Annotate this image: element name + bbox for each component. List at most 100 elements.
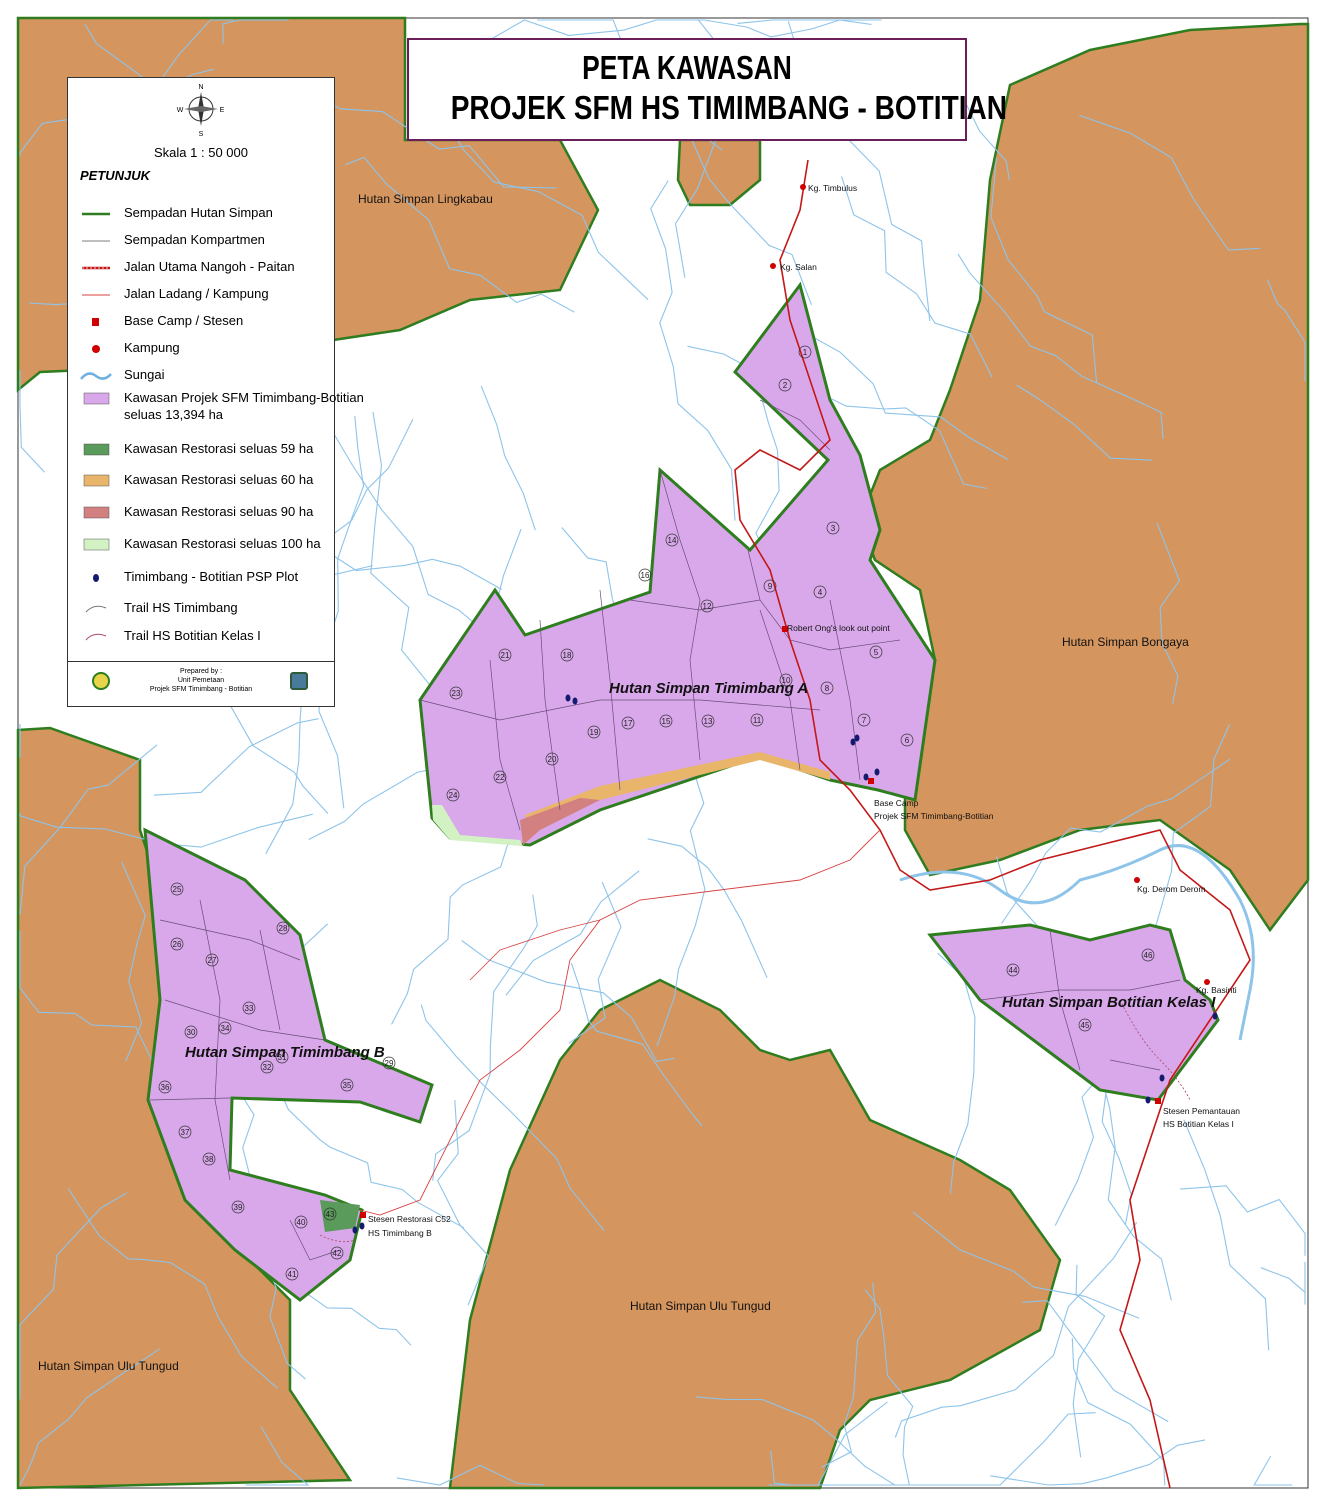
compartment-number: 46 xyxy=(1144,951,1153,960)
compass-icon: N S E W xyxy=(176,80,226,138)
compartment-number: 23 xyxy=(452,689,461,698)
compartment-number: 11 xyxy=(753,716,762,725)
label-hs-botitian: Hutan Simpan Botitian Kelas I xyxy=(1002,994,1216,1011)
legend-symbol-fill xyxy=(78,506,114,520)
legend-label: Kawasan Restorasi seluas 60 ha xyxy=(124,472,313,488)
legend-symbol-red-square xyxy=(78,315,114,329)
label-base-camp-1: Base Camp xyxy=(874,798,919,808)
legend-label: Sungai xyxy=(124,367,164,383)
compartment-number: 31 xyxy=(278,1053,287,1062)
compartment-number: 27 xyxy=(208,956,217,965)
label-kg-salan: Kg. Salan xyxy=(780,262,817,272)
legend-item: Kampung xyxy=(76,339,330,357)
label-lookout: Robert Ong's look out point xyxy=(787,623,890,633)
prepared-line-2: Unit Pemetaan xyxy=(118,676,284,685)
legend-item: Base Camp / Stesen xyxy=(76,312,330,330)
legend-symbol-main-road xyxy=(78,261,114,275)
legend-label: Kawasan Restorasi seluas 100 ha xyxy=(124,536,321,552)
legend-label: Jalan Ladang / Kampung xyxy=(124,286,269,302)
legend-item: Kawasan Restorasi seluas 90 ha xyxy=(76,503,330,521)
legend-item: Kawasan Restorasi seluas 100 ha xyxy=(76,535,330,553)
compartment-number: 34 xyxy=(221,1024,230,1033)
compartment-number: 29 xyxy=(385,1059,394,1068)
legend-label: Kawasan Restorasi seluas 59 ha xyxy=(124,441,313,457)
label-stesen-c52-2: HS Timimbang B xyxy=(368,1228,432,1238)
compass-e: E xyxy=(220,107,225,114)
compartment-number: 15 xyxy=(662,717,671,726)
legend-label: Kawasan Projek SFM Timimbang-Botitian xyxy=(124,390,364,406)
legend-label: Trail HS Botitian Kelas I xyxy=(124,628,261,644)
legend-label: Jalan Utama Nangoh - Paitan xyxy=(124,259,295,275)
label-stesen-c52-1: Stesen Restorasi C52 xyxy=(368,1214,451,1224)
legend-symbol-red-dot xyxy=(78,342,114,356)
compartment-number: 41 xyxy=(288,1270,297,1279)
label-hs-ulu-tungud-west: Hutan Simpan Ulu Tungud xyxy=(38,1359,179,1373)
label-hs-lingkabau: Hutan Simpan Lingkabau xyxy=(358,192,493,206)
scale-text: Skala 1 : 50 000 xyxy=(68,145,334,160)
label-hs-bongaya: Hutan Simpan Bongaya xyxy=(1062,635,1189,649)
base-camp-marker xyxy=(1155,1098,1161,1104)
legend-symbol-green-line xyxy=(78,207,114,221)
legend-label: Sempadan Hutan Simpan xyxy=(124,205,273,221)
kampung-marker xyxy=(770,263,776,269)
compartment-number: 36 xyxy=(161,1083,170,1092)
compartment-number: 42 xyxy=(333,1249,342,1258)
legend-label: Sempadan Kompartmen xyxy=(124,232,265,248)
label-base-camp-2: Projek SFM Timimbang-Botitian xyxy=(874,811,994,821)
legend-symbol-river xyxy=(78,369,114,383)
compartment-number: 32 xyxy=(263,1063,272,1072)
legend-item: Sempadan Hutan Simpan xyxy=(76,204,330,222)
legend-item: Trail HS Timimbang xyxy=(76,599,330,617)
compartment-number: 14 xyxy=(668,536,677,545)
legend-symbol-minor-road xyxy=(78,288,114,302)
compartment-number: 22 xyxy=(496,773,505,782)
legend-item: Jalan Ladang / Kampung xyxy=(76,285,330,303)
compartment-number: 16 xyxy=(641,571,650,580)
label-kg-derom: Kg. Derom Derom xyxy=(1137,884,1206,894)
legend-label: Kawasan Restorasi seluas 90 ha xyxy=(124,504,313,520)
compass-rose: N S E W xyxy=(176,80,226,138)
legend-symbol-fill xyxy=(78,443,114,457)
compartment-number: 40 xyxy=(297,1218,306,1227)
label-stesen-botitian-1: Stesen Pemantauan xyxy=(1163,1106,1240,1116)
compartment-number: 6 xyxy=(905,736,910,745)
label-hs-ulu-tungud-south: Hutan Simpan Ulu Tungud xyxy=(630,1299,771,1313)
legend-item: Sungai xyxy=(76,366,330,384)
title-box: PETA KAWASAN PROJEK SFM HS TIMIMBANG - B… xyxy=(407,38,967,141)
compartment-number: 20 xyxy=(548,755,557,764)
compartment-number: 26 xyxy=(173,940,182,949)
legend-symbol-trail xyxy=(78,630,114,644)
compartment-number: 10 xyxy=(782,676,791,685)
compartment-number: 37 xyxy=(181,1128,190,1137)
compartment-number: 3 xyxy=(831,524,836,533)
legend-item: Sempadan Kompartmen xyxy=(76,231,330,249)
legend-item: Jalan Utama Nangoh - Paitan xyxy=(76,258,330,276)
compartment-number: 25 xyxy=(173,885,182,894)
compartment-number: 2 xyxy=(783,381,788,390)
legend-symbol-thin-line xyxy=(78,234,114,248)
title-line-2: PROJEK SFM HS TIMIMBANG - BOTITIAN xyxy=(451,88,924,128)
legend-label-line2: seluas 13,394 ha xyxy=(124,407,223,423)
compass-w: W xyxy=(177,107,184,114)
compass-n: N xyxy=(198,84,203,91)
kampung-marker xyxy=(800,184,806,190)
legend-symbol-fill xyxy=(78,392,114,406)
compartment-number: 44 xyxy=(1009,966,1018,975)
legend-item: Trail HS Botitian Kelas I xyxy=(76,627,330,645)
compartment-number: 33 xyxy=(245,1004,254,1013)
legend-symbol-trail xyxy=(78,602,114,616)
label-hs-timimbang-a: Hutan Simpan Timimbang A xyxy=(609,680,808,697)
compartment-number: 8 xyxy=(825,684,830,693)
compartment-number: 38 xyxy=(205,1155,214,1164)
compartment-number: 19 xyxy=(590,728,599,737)
legend-item: Kawasan Restorasi seluas 60 ha xyxy=(76,471,330,489)
legend-item: Timimbang - Botitian PSP Plot xyxy=(76,568,330,586)
base-camp-marker xyxy=(868,778,874,784)
compartment-number: 9 xyxy=(768,582,773,591)
legend-label: Trail HS Timimbang xyxy=(124,600,238,616)
prepared-line-3: Projek SFM Timimbang - Botitian xyxy=(118,685,284,694)
compartment-number: 24 xyxy=(449,791,458,800)
compartment-number: 30 xyxy=(187,1028,196,1037)
